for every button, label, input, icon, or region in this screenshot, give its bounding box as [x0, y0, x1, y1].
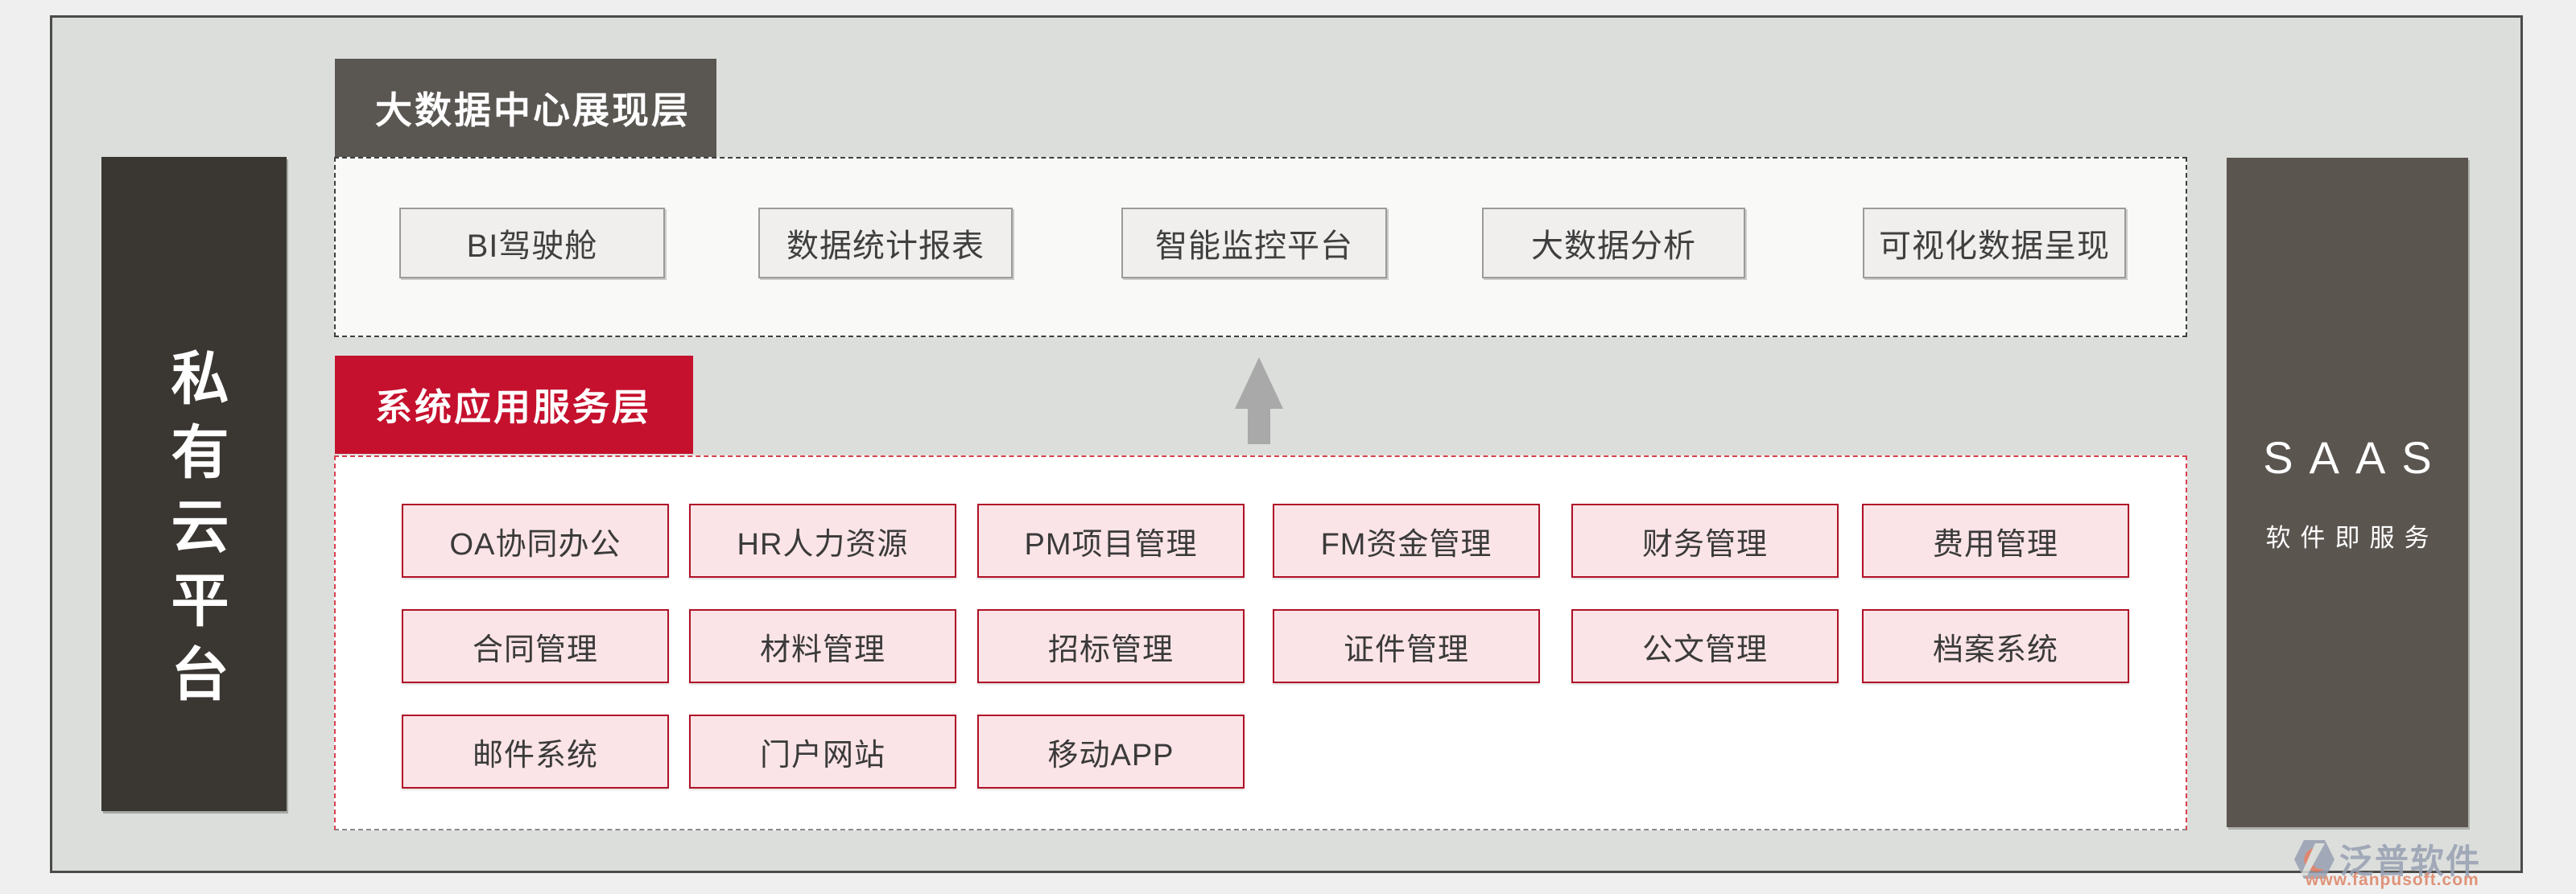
app-box-expense: 费用管理 [1862, 504, 2129, 578]
app-box-material: 材料管理 [689, 609, 956, 683]
app-box-mobile-app: 移动APP [977, 715, 1245, 789]
brand-name: 泛普软件 [2339, 843, 2482, 880]
brand-url: www.fanpusoft.com [2306, 871, 2479, 889]
application-layer-title: 系统应用服务层 [375, 386, 651, 428]
app-box-fm: FM资金管理 [1273, 504, 1540, 578]
saas-subtitle: 软件即服务 [2265, 524, 2439, 552]
application-layer-header: 系统应用服务层 [335, 356, 693, 454]
app-box-document: 公文管理 [1571, 609, 1839, 683]
presentation-box-monitoring: 智能监控平台 [1121, 208, 1387, 278]
app-box-hr: HR人力资源 [689, 504, 956, 578]
app-box-bidding: 招标管理 [977, 609, 1245, 683]
up-arrow-icon [1235, 357, 1283, 444]
presentation-box-bi-cockpit: BI驾驶舱 [399, 208, 665, 278]
presentation-box-analysis: 大数据分析 [1482, 208, 1745, 278]
private-cloud-label: 私有云平台 [162, 347, 226, 718]
app-box-archive: 档案系统 [1862, 609, 2129, 683]
watermark: 泛普软件 www.fanpusoft.com [2278, 834, 2576, 892]
presentation-box-report: 数据统计报表 [758, 208, 1013, 278]
presentation-box-visualization: 可视化数据呈现 [1863, 208, 2126, 278]
app-box-oa: OA协同办公 [402, 504, 669, 578]
app-box-mail: 邮件系统 [402, 715, 669, 789]
app-box-certificate: 证件管理 [1273, 609, 1540, 683]
presentation-layer-title: 大数据中心展现层 [375, 89, 691, 131]
app-box-portal: 门户网站 [689, 715, 956, 789]
brand-logo-icon [2294, 839, 2334, 879]
app-box-contract: 合同管理 [402, 609, 669, 683]
saas-rail: SAAS 软件即服务 [2227, 158, 2468, 827]
saas-title: SAAS [2263, 432, 2448, 483]
app-box-finance: 财务管理 [1571, 504, 1839, 578]
presentation-layer-header: 大数据中心展现层 [335, 59, 716, 157]
app-box-pm: PM项目管理 [977, 504, 1245, 578]
private-cloud-rail: 私有云平台 [101, 157, 287, 811]
